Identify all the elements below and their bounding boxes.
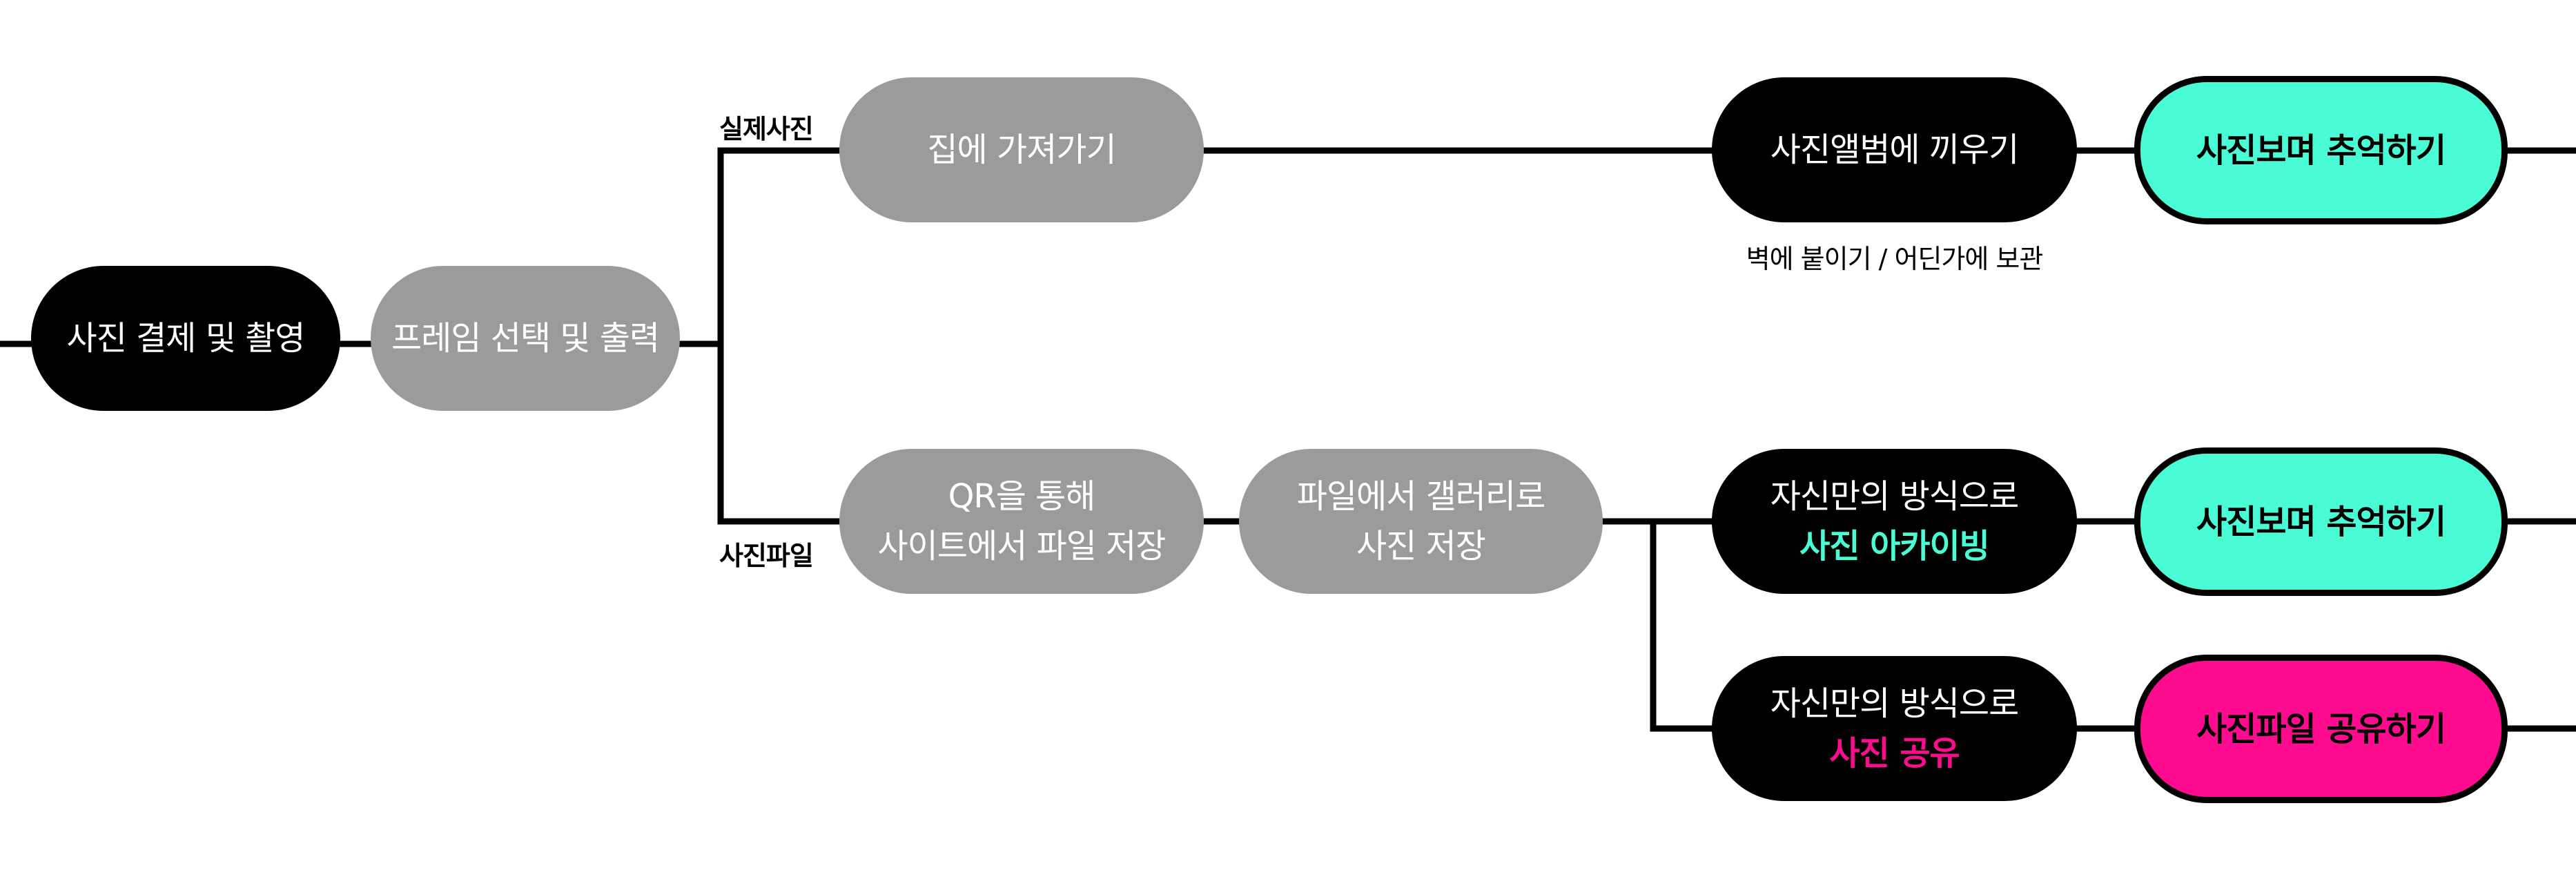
node-memory-mid-text: 사진보며 추억하기: [2196, 502, 2446, 541]
branch-label-real-photo: 실제사진: [719, 114, 814, 144]
node-qr-save: QR을 통해 사이트에서 파일 저장: [839, 449, 1204, 594]
node-memory-top: 사진보며 추억하기: [2134, 76, 2508, 224]
node-share-line1: 자신만의 방식으로: [1770, 684, 2020, 723]
node-album-text: 사진앨범에 끼우기: [1770, 131, 2020, 169]
node-pay-shoot-text: 사진 결제 및 촬영: [66, 319, 306, 358]
node-gallery-save-line1: 파일에서 갤러리로: [1296, 477, 1546, 516]
node-archive-line1: 자신만의 방식으로: [1770, 477, 2020, 516]
node-take-home-text: 집에 가져가기: [927, 131, 1116, 169]
node-share-file: 사진파일 공유하기: [2134, 655, 2508, 803]
node-qr-save-line1: QR을 통해: [948, 477, 1096, 516]
node-memory-top-text: 사진보며 추억하기: [2196, 131, 2446, 170]
branch-label-photo-file: 사진파일: [719, 541, 814, 571]
node-album: 사진앨범에 끼우기: [1712, 77, 2077, 222]
node-gallery-save: 파일에서 갤러리로 사진 저장: [1239, 449, 1603, 594]
node-gallery-save-line2: 사진 저장: [1356, 527, 1486, 566]
node-qr-save-line2: 사이트에서 파일 저장: [877, 527, 1167, 566]
node-take-home: 집에 가져가기: [839, 77, 1204, 222]
node-pay-shoot: 사진 결제 및 촬영: [31, 266, 340, 411]
node-frame-print: 프레임 선택 및 출력: [371, 266, 680, 411]
node-archive: 자신만의 방식으로 사진 아카이빙: [1712, 449, 2077, 594]
album-note: 벽에 붙이기 / 어딘가에 보관: [1746, 244, 2044, 274]
node-share: 자신만의 방식으로 사진 공유: [1712, 656, 2077, 801]
node-archive-line2: 사진 아카이빙: [1799, 527, 1990, 566]
node-share-line2: 사진 공유: [1829, 734, 1960, 773]
node-memory-mid: 사진보며 추억하기: [2134, 447, 2508, 596]
node-frame-print-text: 프레임 선택 및 출력: [391, 319, 660, 358]
node-share-file-text: 사진파일 공유하기: [2196, 709, 2446, 749]
